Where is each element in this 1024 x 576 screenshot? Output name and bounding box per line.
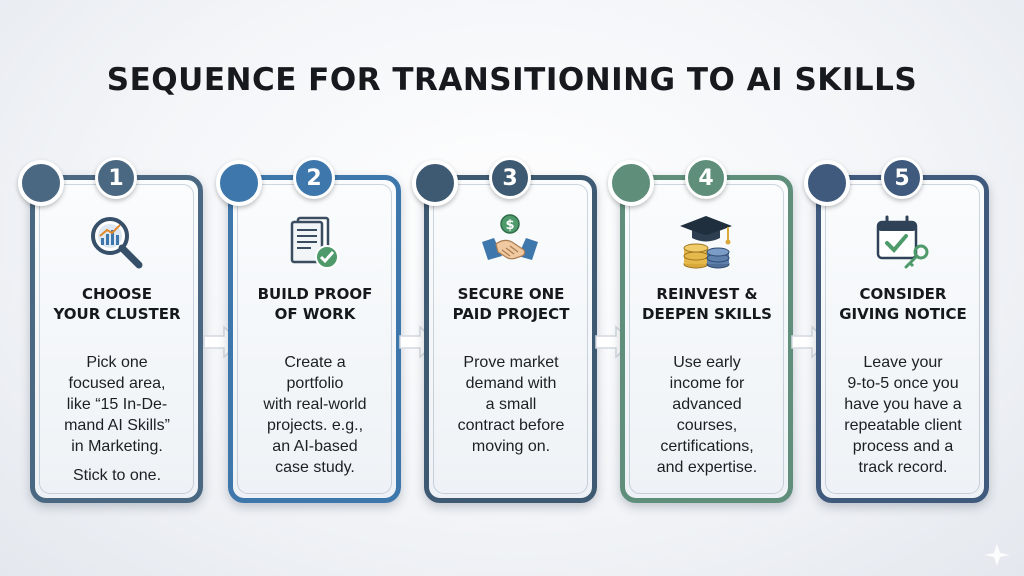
documents-check-icon bbox=[290, 216, 339, 269]
step-5-heading-line: GIVING NOTICE bbox=[839, 305, 967, 323]
step-4-number-badge: 4 bbox=[685, 157, 727, 199]
step-5-description-line: track record. bbox=[858, 459, 948, 476]
step-5-heading: CONSIDER GIVING NOTICE bbox=[828, 284, 978, 324]
step-5-description-line: Leave your bbox=[863, 354, 943, 371]
graduation-coins-icon bbox=[680, 216, 732, 269]
step-2-tab-dot bbox=[216, 160, 262, 206]
step-2-description-line: an AI-based bbox=[272, 438, 358, 455]
step-2-description: Create a portfolio with real-world proje… bbox=[240, 352, 390, 478]
step-3-number-badge: 3 bbox=[489, 157, 531, 199]
step-4-tab-dot bbox=[608, 160, 654, 206]
step-3-description-line: a small bbox=[485, 396, 537, 413]
step-4-description-line: advanced bbox=[672, 396, 742, 413]
step-1-heading-line: CHOOSE bbox=[81, 285, 153, 303]
svg-text:$: $ bbox=[505, 218, 514, 233]
step-2-description-line: Create a bbox=[284, 354, 346, 371]
step-4-heading: REINVEST & DEEPEN SKILLS bbox=[632, 284, 782, 324]
step-4-description: Use early income for advanced courses, c… bbox=[632, 352, 782, 478]
step-2-heading: BUILD PROOF OF WORK bbox=[240, 284, 390, 324]
step-1-note: Stick to one. bbox=[72, 467, 162, 484]
sparkle-mark-icon bbox=[984, 544, 1010, 566]
step-3-description: Prove market demand with a small contrac… bbox=[436, 352, 586, 457]
step-1-number-badge: 1 bbox=[95, 157, 137, 199]
step-1-description-line: like “15 In-De- bbox=[66, 396, 168, 413]
step-3-description-line: moving on. bbox=[471, 438, 551, 455]
step-5-description-line: have you have a bbox=[844, 396, 962, 413]
page-title: SEQUENCE FOR TRANSITIONING TO AI SKILLS bbox=[106, 62, 918, 98]
step-3-description-line: demand with bbox=[465, 375, 557, 392]
step-1-description-line: mand AI Skills” bbox=[64, 417, 170, 434]
step-1-description-line: in Marketing. bbox=[71, 438, 163, 455]
step-5-description-line: 9-to-5 once you bbox=[847, 375, 959, 392]
step-card-5 bbox=[816, 175, 989, 503]
step-2-description-line: portfolio bbox=[286, 375, 344, 392]
magnifier-chart-icon bbox=[91, 217, 143, 269]
step-3-description-line: contract before bbox=[457, 417, 565, 434]
step-1-description-line: Pick one bbox=[86, 354, 148, 371]
step-3-heading-line: SECURE ONE bbox=[457, 285, 565, 303]
step-4-description-line: courses, bbox=[676, 417, 738, 434]
step-5-tab-dot bbox=[804, 160, 850, 206]
step-5-description-line: repeatable client bbox=[844, 417, 962, 434]
step-4-description-line: certifications, bbox=[660, 438, 754, 455]
step-2-description-line: with real-world bbox=[263, 396, 367, 413]
step-2-description-line: projects. e.g., bbox=[266, 417, 364, 434]
step-5-number-badge: 5 bbox=[881, 157, 923, 199]
step-4-heading-line: DEEPEN SKILLS bbox=[642, 305, 772, 323]
step-4-heading-line: REINVEST & bbox=[656, 285, 758, 303]
step-3-tab-dot bbox=[412, 160, 458, 206]
step-4-description-line: income for bbox=[669, 375, 745, 392]
step-3-heading-line: PAID PROJECT bbox=[452, 305, 570, 323]
step-1-tab-dot bbox=[18, 160, 64, 206]
step-2-heading-line: BUILD PROOF bbox=[257, 285, 373, 303]
handshake-dollar-icon: $ bbox=[482, 214, 538, 260]
step-1-description: Pick one focused area, like “15 In-De- m… bbox=[42, 352, 192, 486]
step-5-description-line: process and a bbox=[852, 438, 954, 455]
step-4-description-line: Use early bbox=[673, 354, 741, 371]
step-1-heading-line: YOUR CLUSTER bbox=[53, 305, 181, 323]
step-5-description: Leave your 9-to-5 once you have you have… bbox=[828, 352, 978, 478]
step-4-description-line: and expertise. bbox=[656, 459, 758, 476]
step-5-heading-line: CONSIDER bbox=[859, 285, 947, 303]
step-3-description-line: Prove market bbox=[463, 354, 559, 371]
step-2-number-badge: 2 bbox=[293, 157, 335, 199]
step-2-description-line: case study. bbox=[275, 459, 355, 476]
calendar-key-icon bbox=[876, 215, 929, 269]
step-1-heading: CHOOSE YOUR CLUSTER bbox=[42, 284, 192, 324]
step-2-heading-line: OF WORK bbox=[274, 305, 356, 323]
step-3-heading: SECURE ONE PAID PROJECT bbox=[436, 284, 586, 324]
step-1-description-line: focused area, bbox=[68, 375, 166, 392]
